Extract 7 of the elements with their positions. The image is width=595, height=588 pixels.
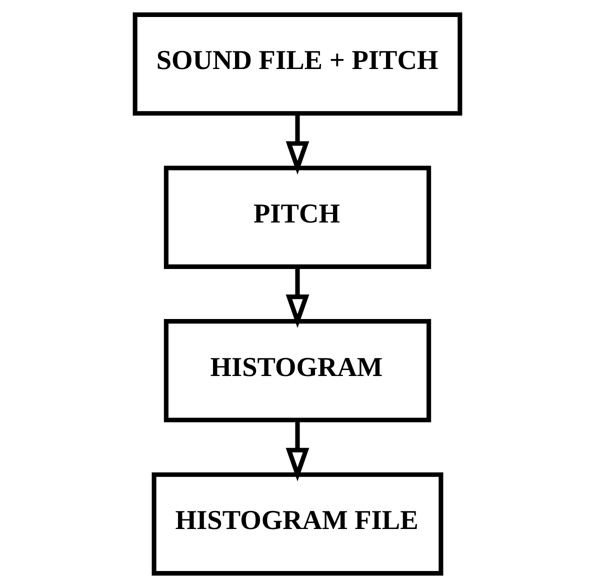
node-box: PITCH (164, 166, 432, 269)
arrow (286, 420, 310, 482)
node-box: HISTOGRAM (164, 319, 432, 422)
node-box: SOUND FILE + PITCH (132, 12, 462, 116)
arrow (286, 114, 310, 175)
node-box: HISTOGRAM FILE (152, 472, 444, 576)
arrow (286, 266, 310, 328)
